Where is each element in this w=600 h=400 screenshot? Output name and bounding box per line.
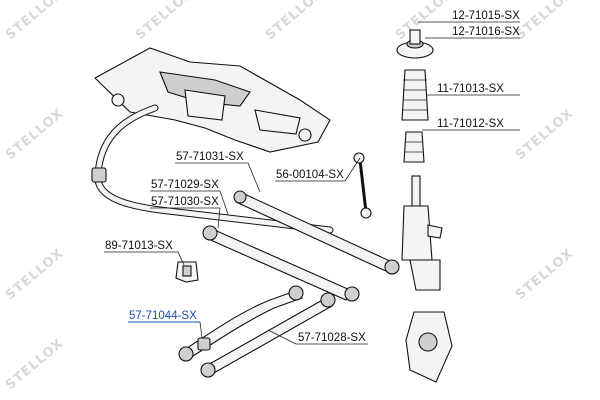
watermark: STELLOX bbox=[393, 0, 457, 43]
watermark: STELLOX bbox=[513, 246, 577, 303]
label-bump-stop[interactable]: 11-71012-SX bbox=[437, 118, 504, 130]
stabilizer-bar bbox=[91, 104, 334, 234]
trailing-arm-highlight-part bbox=[178, 285, 304, 362]
watermark: STELLOX bbox=[513, 106, 577, 163]
subframe bbox=[94, 47, 331, 153]
shock-absorber-part bbox=[401, 175, 443, 291]
label-stabilizer-bushing[interactable]: 89-71013-SX bbox=[105, 240, 173, 252]
watermark: STELLOX bbox=[3, 106, 67, 163]
watermark: STELLOX bbox=[3, 246, 67, 303]
watermark-layer: STELLOX STELLOX STELLOX STELLOX STELLOX … bbox=[3, 0, 577, 393]
dust-boot-part bbox=[401, 69, 429, 121]
label-strut-mount-1[interactable]: 12-71015-SX bbox=[452, 10, 520, 22]
label-control-arm-3[interactable]: 57-71030-SX bbox=[151, 196, 219, 208]
label-control-arm-1[interactable]: 57-71031-SX bbox=[176, 151, 244, 163]
label-trailing-arm[interactable]: 57-71028-SX bbox=[298, 332, 366, 344]
watermark: STELLOX bbox=[133, 0, 197, 43]
stabilizer-link-part bbox=[353, 152, 372, 219]
watermark: STELLOX bbox=[513, 0, 577, 43]
label-strut-mount-2[interactable]: 12-71016-SX bbox=[452, 26, 520, 38]
control-arm-long-part bbox=[233, 190, 400, 275]
label-trailing-arm-highlight[interactable]: 57-71044-SX bbox=[129, 310, 197, 322]
trailing-arm-part bbox=[200, 292, 336, 378]
label-dust-boot[interactable]: 11-71013-SX bbox=[437, 83, 504, 95]
watermark: STELLOX bbox=[3, 0, 67, 43]
part-labels: 12-71015-SX 12-71016-SX 11-71013-SX 11-7… bbox=[105, 10, 520, 344]
label-control-arm-2[interactable]: 57-71029-SX bbox=[151, 179, 219, 191]
watermark: STELLOX bbox=[263, 0, 327, 43]
label-stabilizer-link[interactable]: 56-00104-SX bbox=[276, 169, 344, 181]
stabilizer-bushing-part bbox=[175, 261, 199, 283]
strut-mount-part bbox=[396, 29, 434, 59]
watermark: STELLOX bbox=[3, 336, 67, 393]
bump-stop-part bbox=[403, 131, 425, 163]
knuckle-part bbox=[405, 311, 453, 383]
control-arm-mid-part bbox=[202, 225, 360, 302]
